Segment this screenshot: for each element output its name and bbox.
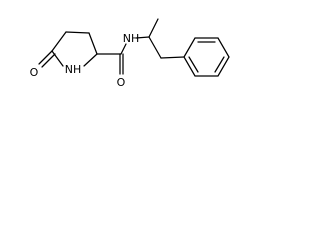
bond-n-ch [135, 36, 150, 39]
bond-ring-c2-c3 [51, 31, 67, 52]
molecule-canvas: O NH O NH [0, 0, 247, 104]
bond-ring-n-c2 [51, 50, 64, 67]
bond-ch-methyl [148, 18, 159, 38]
bond-ring-carbonyl-2 [41, 53, 56, 68]
bond-ring-c5-n [83, 53, 98, 67]
bond-ring-c4-c5 [88, 32, 98, 55]
amide-nh-label: NH [123, 32, 140, 45]
bond-ring-carbonyl-1 [38, 50, 53, 65]
amide-oxygen-label: O [117, 76, 126, 89]
structure-diagram: O NH O NH [30, 18, 230, 89]
bond-ch2-phenyl [160, 56, 185, 59]
phenyl-ring [183, 37, 230, 77]
phenyl-double-3 [188, 56, 199, 73]
phenyl-double-2 [214, 56, 225, 73]
bond-amide-carbon-n [120, 43, 127, 55]
bond-ch-ch2 [148, 36, 162, 59]
ring-oxygen-label: O [30, 66, 39, 79]
bond-ring-c3-c4 [65, 31, 90, 34]
ring-nh-label: NH [65, 63, 82, 76]
